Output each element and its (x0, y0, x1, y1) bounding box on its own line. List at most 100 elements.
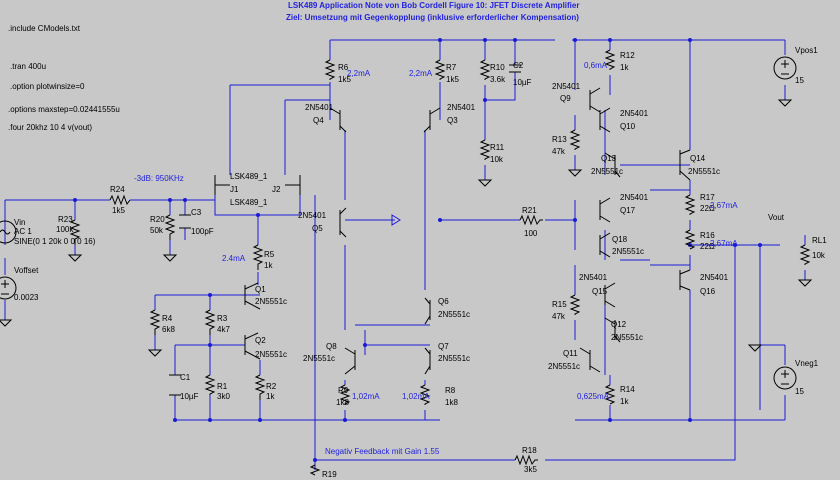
r7-value: 1k5 (446, 75, 459, 84)
j2-model: LSK489_1 (230, 198, 268, 207)
source-voffset-symbol (0, 276, 17, 300)
j2-name: J2 (272, 185, 281, 194)
vin-ac: AC 1 (14, 227, 32, 236)
current-r17: 2,67mA (710, 201, 738, 210)
q10-name: Q10 (620, 122, 636, 131)
r19-name: R19 (322, 470, 337, 479)
ground-symbols (0, 99, 813, 357)
j1-model: LSK489_1 (230, 172, 268, 181)
q10-model: 2N5401 (620, 109, 649, 118)
q1-name: Q1 (255, 285, 266, 294)
r11-value: 10k (490, 155, 504, 164)
q8-name: Q8 (326, 342, 337, 351)
c1-value: 10µF (180, 392, 199, 401)
q7-model: 2N5551c (438, 354, 470, 363)
q17-model: 2N5401 (620, 193, 649, 202)
source-vin-symbol (0, 220, 17, 244)
junctions (73, 38, 762, 462)
rl1-name: RL1 (812, 236, 827, 245)
r23-name: R23 (58, 215, 73, 224)
bandwidth-note: -3dB: 950KHz (134, 174, 184, 183)
q3-model: 2N5401 (447, 103, 476, 112)
q12-model: 2N5551c (611, 333, 643, 342)
q5-name: Q5 (312, 224, 323, 233)
r20-value: 50k (150, 226, 164, 235)
r5-value: 1k (264, 261, 273, 270)
vneg-value: 15 (795, 387, 804, 396)
vneg-name: Vneg1 (795, 359, 819, 368)
r9-name: R9 (338, 386, 349, 395)
q16-name: Q16 (700, 287, 716, 296)
current-r16: 2,67mA (710, 239, 738, 248)
current-r12: 0,6mA (584, 61, 608, 70)
directive-include: .include CModels.txt (8, 24, 81, 33)
vin-name: Vin (14, 218, 25, 227)
q13-name: Q13 (601, 154, 617, 163)
vout-label: Vout (768, 213, 785, 222)
r20-name: R20 (150, 215, 165, 224)
source-labels: Vin AC 1 SINE(0 1 20k 0 0 0 16) Voffset … (14, 46, 819, 396)
annotation-labels: -3dB: 950KHz 2.4mA 2,2mA 2,2mA 1,02mA 1,… (134, 61, 785, 456)
directive-tran: .tran 400u (10, 62, 46, 71)
q14-model: 2N5551c (688, 167, 720, 176)
current-r5: 2.4mA (222, 254, 246, 263)
r8-value: 1k8 (445, 398, 458, 407)
header-goal: Ziel: Umsetzung mit Gegenkopplung (inklu… (286, 13, 579, 22)
voffset-name: Voffset (14, 266, 39, 275)
capacitor-labels: C3 100pF C1 10µF C2 10µF (180, 61, 532, 401)
q12-name: Q12 (611, 320, 627, 329)
current-r8: 1,02mA (402, 392, 430, 401)
wires (4, 39, 806, 470)
r16-name: R16 (700, 231, 715, 240)
r16-value: 22Ω (700, 242, 715, 251)
r6-value: 1k5 (338, 75, 351, 84)
vpos-value: 15 (795, 76, 804, 85)
q6-model: 2N5551c (438, 310, 470, 319)
r21-name: R21 (522, 206, 537, 215)
q9-model: 2N5401 (552, 82, 581, 91)
r12-name: R12 (620, 51, 635, 60)
r8-name: R8 (445, 386, 456, 395)
r1-name: R1 (217, 382, 228, 391)
r4-name: R4 (162, 314, 173, 323)
c3-name: C3 (191, 208, 202, 217)
r24-value: 1k5 (112, 206, 125, 215)
r4-value: 6k8 (162, 325, 175, 334)
q11-name: Q11 (563, 349, 578, 358)
directive-option: .option plotwinsize=0 (10, 82, 85, 91)
transistor-symbols (214, 87, 691, 375)
q6-name: Q6 (438, 297, 449, 306)
q14-name: Q14 (690, 154, 706, 163)
r21-value: 100 (524, 229, 538, 238)
q5-model: 2N5401 (298, 211, 327, 220)
c1-name: C1 (180, 373, 191, 382)
current-r7: 2,2mA (409, 69, 433, 78)
r18-value: 3k5 (524, 465, 537, 474)
r13-value: 47k (552, 147, 566, 156)
r9-value: 1k8 (336, 398, 349, 407)
directive-four: .four 20khz 10 4 v(vout) (8, 123, 92, 132)
r10-value: 3.6k (490, 75, 506, 84)
q9-name: Q9 (560, 94, 571, 103)
r17-value: 22Ω (700, 204, 715, 213)
q2-name: Q2 (255, 336, 266, 345)
source-vneg-symbol (773, 366, 797, 390)
q18-model: 2N5551c (612, 247, 644, 256)
header-title: LSK489 Application Note von Bob Cordell … (288, 1, 579, 10)
r17-name: R17 (700, 193, 715, 202)
q16-model: 2N5401 (700, 273, 729, 282)
r1-value: 3k0 (217, 392, 230, 401)
r2-name: R2 (266, 382, 277, 391)
current-r9: 1,02mA (352, 392, 380, 401)
r6-name: R6 (338, 63, 349, 72)
vin-sine: SINE(0 1 20k 0 0 0 16) (14, 237, 96, 246)
transistor-labels: LSK489_1 J1 LSK489_1 J2 Q1 2N5551c Q2 2N… (230, 82, 729, 371)
directive-options: .options maxstep=0.02441555u (8, 105, 120, 114)
r11-name: R11 (490, 143, 505, 152)
rl1-value: 10k (812, 251, 826, 260)
q17-name: Q17 (620, 206, 636, 215)
q11-model: 2N5551c (548, 362, 580, 371)
q3-name: Q3 (447, 116, 458, 125)
r7-name: R7 (446, 63, 457, 72)
r23-value: 100k (56, 225, 74, 234)
